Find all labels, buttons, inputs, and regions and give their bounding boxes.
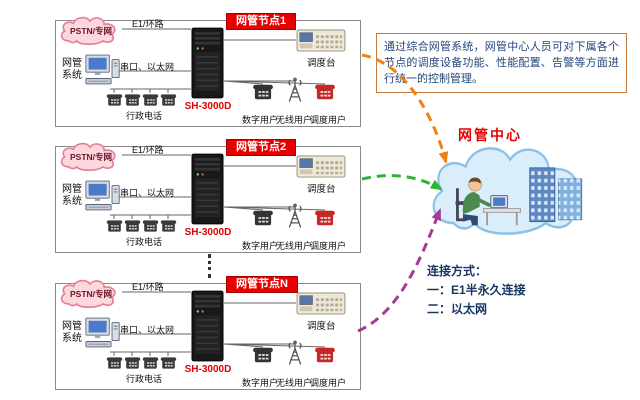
desk-phone-icon <box>142 93 159 107</box>
admin-phones-label: 行政电话 <box>126 111 163 121</box>
admin-phones-label: 行政电话 <box>126 237 163 247</box>
connection-header: 连接方式： <box>427 264 488 278</box>
connection-option-1: 一：E1半永久连接 <box>427 283 526 297</box>
desk-phone-icon <box>160 219 177 233</box>
desk-phone-icon <box>124 356 141 370</box>
description-box: 通过综合网管系统，网管中心人员可对下属各个节点的调度设备功能、性能配置、告警等方… <box>376 33 627 93</box>
connection-methods: 连接方式： 一：E1半永久连接 二：以太网 <box>427 262 526 319</box>
pstn-label: PSTN/专网 <box>69 26 113 36</box>
desk-phone-icon <box>160 93 177 107</box>
continuation-dots <box>208 254 211 278</box>
admin-phones-label: 行政电话 <box>126 374 163 384</box>
computer-icon <box>85 54 121 85</box>
dispatch-phone-icon <box>314 83 336 101</box>
dispatch-user-label: 调度用户 <box>310 115 347 125</box>
dispatch-console-label: 调度台 <box>307 58 336 69</box>
digital-phone-icon <box>252 209 274 227</box>
connection-option-2: 二：以太网 <box>427 302 488 316</box>
e1-link-label: E1/环路 <box>132 282 164 292</box>
pstn-label: PSTN/专网 <box>69 289 113 299</box>
dispatch-phone-icon <box>314 209 336 227</box>
digital-user-label: 数字用户 <box>242 115 279 125</box>
digital-user-label: 数字用户 <box>242 378 279 388</box>
e1-link-label: E1/环路 <box>132 145 164 155</box>
serial-ethernet-label: 串口、以太网 <box>120 325 175 335</box>
desk-phone-icon <box>160 356 177 370</box>
desk-phone-icon <box>142 356 159 370</box>
dispatch-user-label: 调度用户 <box>310 241 347 251</box>
cloud-icon <box>432 147 579 235</box>
dispatch-console-icon <box>296 292 346 315</box>
wireless-user-label: 无线用户 <box>276 241 313 251</box>
desk-phone-icon <box>106 356 123 370</box>
wireless-user-label: 无线用户 <box>276 115 313 125</box>
dispatch-user-label: 调度用户 <box>310 378 347 388</box>
operator-at-desk-icon <box>455 177 521 226</box>
node-title: 网管节点1 <box>226 13 297 30</box>
network-center-title: 网管中心 <box>458 127 522 143</box>
digital-phone-icon <box>252 346 274 364</box>
antenna-icon <box>284 77 306 103</box>
dispatch-console-icon <box>296 29 346 52</box>
network-node-1: 网管节点1 PSTN/专网 E1/环路 网管系统 串口、以太网 SH-3000D… <box>55 13 361 127</box>
dispatch-phone-icon <box>314 346 336 364</box>
desk-phone-icon <box>106 93 123 107</box>
node-title: 网管节点N <box>226 276 298 293</box>
nms-label: 网管系统 <box>62 58 82 81</box>
desk-phone-icon <box>124 93 141 107</box>
server-icon <box>191 153 224 225</box>
server-icon <box>191 27 224 99</box>
dispatch-console-label: 调度台 <box>307 184 336 195</box>
network-node-2: 网管节点2 PSTN/专网 E1/环路 网管系统 串口、以太网 SH-3000D… <box>55 139 361 253</box>
pstn-cloud: PSTN/专网 <box>58 279 124 309</box>
dispatch-console-label: 调度台 <box>307 321 336 332</box>
serial-ethernet-label: 串口、以太网 <box>120 188 175 198</box>
node-title: 网管节点2 <box>226 139 297 156</box>
desk-phone-icon <box>142 219 159 233</box>
pstn-cloud: PSTN/专网 <box>58 142 124 172</box>
antenna-icon <box>284 340 306 366</box>
network-node-n: 网管节点N PSTN/专网 E1/环路 网管系统 串口、以太网 SH-3000D… <box>55 276 361 390</box>
digital-user-label: 数字用户 <box>242 241 279 251</box>
pstn-label: PSTN/专网 <box>69 152 113 162</box>
wireless-user-label: 无线用户 <box>276 378 313 388</box>
nms-label: 网管系统 <box>62 184 82 207</box>
desk-phone-icon <box>106 219 123 233</box>
dispatch-console-icon <box>296 155 346 178</box>
desk-phone-icon <box>124 219 141 233</box>
server-model-label: SH-3000D <box>184 364 232 375</box>
pstn-cloud: PSTN/专网 <box>58 16 124 46</box>
computer-icon <box>85 317 121 348</box>
server-icon <box>191 290 224 362</box>
antenna-icon <box>284 203 306 229</box>
network-center-cloud <box>432 147 583 235</box>
e1-link-label: E1/环路 <box>132 19 164 29</box>
computer-icon <box>85 180 121 211</box>
digital-phone-icon <box>252 83 274 101</box>
server-model-label: SH-3000D <box>184 101 232 112</box>
serial-ethernet-label: 串口、以太网 <box>120 62 175 72</box>
nms-label: 网管系统 <box>62 321 82 344</box>
buildings-icon <box>529 167 583 223</box>
server-model-label: SH-3000D <box>184 227 232 238</box>
